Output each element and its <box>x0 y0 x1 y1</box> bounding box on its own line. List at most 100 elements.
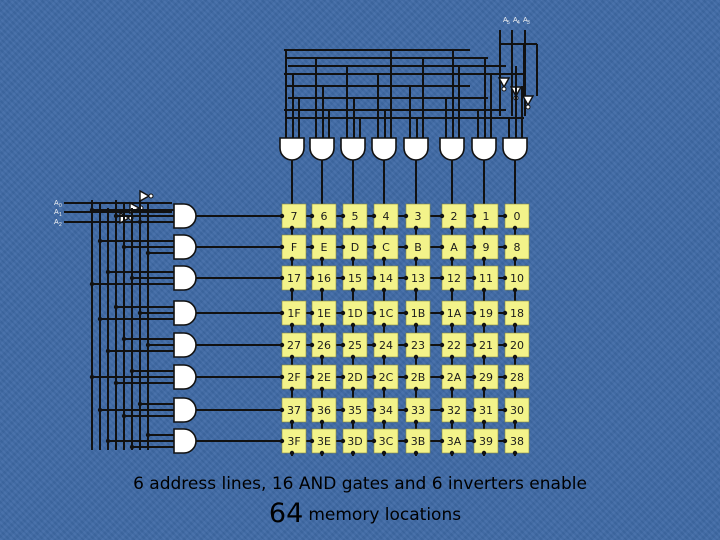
cell-column-tap <box>319 287 325 293</box>
memory-cell-label: 17 <box>287 272 301 285</box>
caption-line-2: 64 memory locations <box>0 498 720 529</box>
junction-dot <box>113 304 119 310</box>
memory-cell-label: 35 <box>348 404 362 417</box>
cell-column-tap <box>319 322 325 328</box>
memory-cell-box <box>311 397 337 423</box>
cell-column-tap <box>481 225 487 231</box>
cell-column-tap <box>481 354 487 360</box>
memory-cell-label: 29 <box>479 371 493 384</box>
memory-cell: 34 <box>373 397 399 423</box>
memory-cell-label: F <box>291 241 297 254</box>
memory-cell: 36 <box>311 397 337 423</box>
memory-cell-label: 5 <box>352 210 359 223</box>
memory-cell: 24 <box>373 332 399 358</box>
memory-cell-box <box>405 300 431 326</box>
memory-cell-label: 2D <box>347 371 362 384</box>
cell-row-tap <box>403 438 409 444</box>
memory-cell: 37 <box>281 397 307 423</box>
cell-column-tap <box>289 386 295 392</box>
memory-cell: 16 <box>311 265 337 291</box>
junction-dot <box>121 244 127 250</box>
cell-column-tap <box>319 225 325 231</box>
memory-cell-label: 8 <box>514 241 521 254</box>
cell-row-tap <box>309 310 315 316</box>
memory-cell: 3F <box>281 428 307 454</box>
junction-dot <box>129 275 135 281</box>
memory-cell-label: 1E <box>317 307 331 320</box>
memory-cell-label: 7 <box>291 210 298 223</box>
cell-column-tap <box>319 256 325 262</box>
memory-cell-box <box>373 428 399 454</box>
cell-row-tap <box>309 275 315 281</box>
memory-cell: 31 <box>473 397 499 423</box>
memory-cell: 15 <box>342 265 368 291</box>
cell-row-tap <box>471 213 477 219</box>
top-input-label: A <box>503 17 508 24</box>
cell-row-tap <box>502 310 508 316</box>
cell-row-tap <box>439 275 445 281</box>
cell-column-tap <box>319 354 325 360</box>
cell-row-tap <box>439 244 445 250</box>
cell-column-tap <box>381 322 387 328</box>
left-and-gate-icon <box>173 364 197 390</box>
memory-cell-label: 2C <box>379 371 394 384</box>
memory-cell-box <box>473 364 499 390</box>
memory-cell-label: 1D <box>347 307 362 320</box>
cell-column-tap <box>449 419 455 425</box>
memory-cell-box <box>373 234 399 260</box>
cell-column-tap <box>481 450 487 456</box>
cell-column-tap <box>381 450 387 456</box>
cell-column-tap <box>413 287 419 293</box>
memory-cell-label: 14 <box>379 272 393 285</box>
cell-column-tap <box>449 287 455 293</box>
inverter-bubble <box>501 86 507 92</box>
cell-column-tap <box>413 322 419 328</box>
cell-row-tap <box>279 407 285 413</box>
cell-column-tap <box>481 386 487 392</box>
memory-cell-box <box>373 397 399 423</box>
memory-cell: 25 <box>342 332 368 358</box>
memory-cell-label: 33 <box>411 404 425 417</box>
memory-cell-box <box>311 234 337 260</box>
memory-cell-box <box>373 332 399 358</box>
memory-cell: 2B <box>405 364 431 390</box>
memory-cell-box <box>281 300 307 326</box>
cell-row-tap <box>279 275 285 281</box>
memory-cell: 33 <box>405 397 431 423</box>
memory-cell: 2F <box>281 364 307 390</box>
memory-cell: C <box>373 234 399 260</box>
cell-row-tap <box>340 244 346 250</box>
top-input-label: A <box>513 17 518 24</box>
memory-cell: 0 <box>504 203 530 229</box>
cell-column-tap <box>481 287 487 293</box>
cell-row-tap <box>439 310 445 316</box>
cell-row-tap <box>340 407 346 413</box>
junction-dot <box>113 380 119 386</box>
memory-cell: 2 <box>441 203 467 229</box>
cell-column-tap <box>350 256 356 262</box>
memory-cell-label: 25 <box>348 339 362 352</box>
memory-cell-label: 19 <box>479 307 493 320</box>
memory-cell-label: 3A <box>447 435 462 448</box>
memory-cell: 3B <box>405 428 431 454</box>
junction-dot <box>137 219 143 225</box>
cell-column-tap <box>449 256 455 262</box>
memory-cell-label: 3D <box>347 435 362 448</box>
memory-cell-label: 3 <box>415 210 422 223</box>
cell-column-tap <box>381 354 387 360</box>
memory-cell-label: 13 <box>411 272 425 285</box>
memory-cell: 32 <box>441 397 467 423</box>
memory-cell: 8 <box>504 234 530 260</box>
cell-column-tap <box>381 419 387 425</box>
junction-dot <box>89 281 95 287</box>
memory-cell-label: 39 <box>479 435 493 448</box>
left-and-gate-icon <box>173 203 197 229</box>
left-and-gate-icon <box>173 300 197 326</box>
cell-row-tap <box>371 310 377 316</box>
memory-cell-label: 1C <box>379 307 394 320</box>
cell-column-tap <box>413 225 419 231</box>
memory-cell-label: 30 <box>510 404 524 417</box>
memory-cell-label: D <box>351 241 359 254</box>
cell-row-tap <box>439 213 445 219</box>
memory-cell-label: 32 <box>447 404 461 417</box>
